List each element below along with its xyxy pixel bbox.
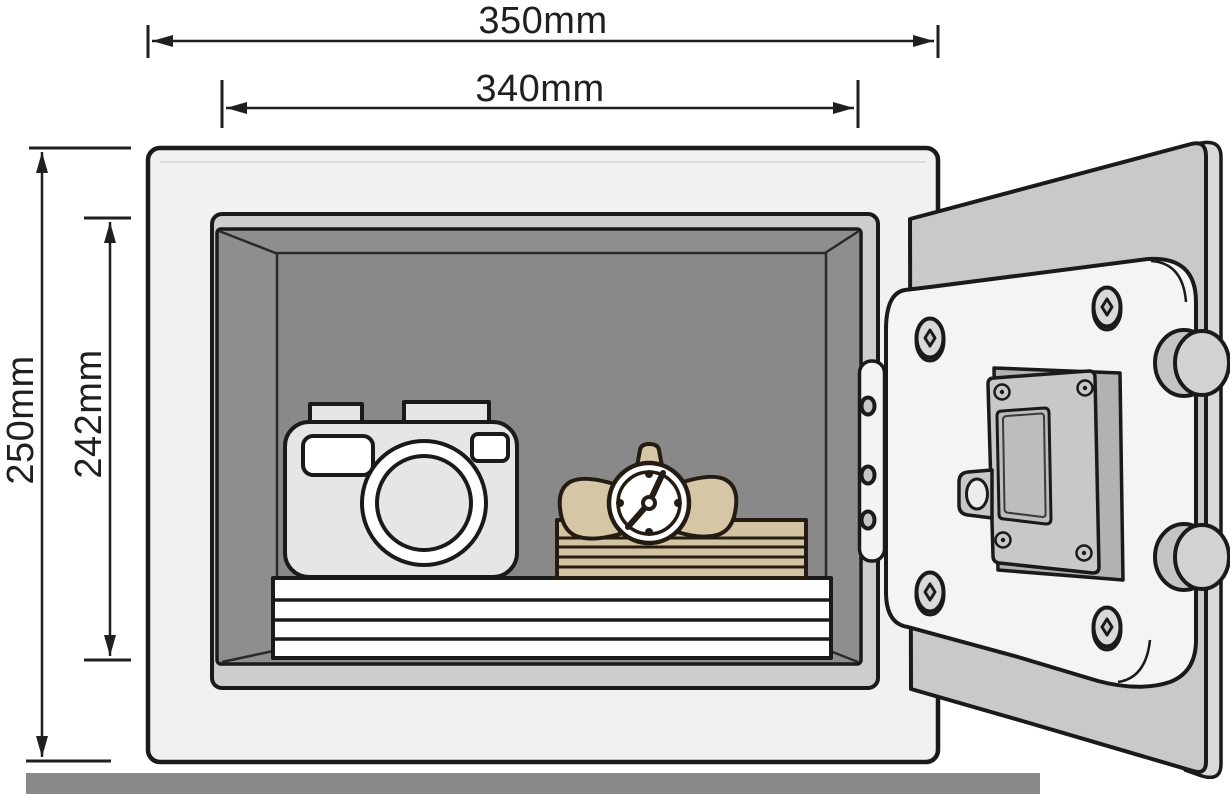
- watch-strap-right: [675, 474, 739, 539]
- dim-outer-height: 250mm: [0, 146, 131, 763]
- door-bolts: [914, 285, 1123, 652]
- floor-line: [26, 773, 1040, 794]
- hinge-bolt-hole: [859, 464, 877, 486]
- door-bolt-socket: [1100, 617, 1114, 637]
- lock-bolt-bottom: [1153, 522, 1230, 592]
- hinge-plate-body: [857, 359, 887, 563]
- lock-bolt-top: [1153, 328, 1230, 398]
- keyhole: [965, 477, 989, 511]
- door-bolt-bottom-right: [1091, 605, 1123, 652]
- dim-arrow-right: [913, 35, 934, 47]
- screw-dot: [999, 389, 1005, 395]
- watch-tick-12: [645, 470, 653, 478]
- lock-bolt-face: [1173, 329, 1230, 397]
- dim-arrow-bottom: [36, 736, 48, 757]
- interior-bevel-top-left: [218, 229, 279, 256]
- dim-arrow-top: [36, 152, 48, 173]
- hinge-bolt-hole: [859, 509, 877, 531]
- interior-bevel-top-right: [824, 229, 860, 255]
- door-face-edge-top-right: [1150, 259, 1188, 303]
- door-bolt-socket: [1100, 297, 1114, 317]
- door-bolt-top-left: [914, 316, 946, 363]
- watch-tick-3: [674, 499, 682, 507]
- camera-flash: [470, 432, 510, 463]
- hinge-plate: [857, 359, 887, 563]
- dim-arrow-left: [152, 35, 173, 47]
- keypad-recess-inner-line: [1001, 412, 1047, 519]
- dim-label-inner-width: 340mm: [475, 68, 604, 110]
- dim-label-outer-height: 250mm: [0, 355, 42, 484]
- screw-dot: [1081, 550, 1087, 556]
- camera: [283, 400, 519, 579]
- dim-inner-width: 340mm: [220, 68, 860, 128]
- watch-tick-9: [616, 499, 624, 507]
- door-face-edge-bottom-right: [1117, 639, 1152, 684]
- door-bolt-top-right: [1091, 285, 1123, 332]
- watch-strap-left: [557, 476, 622, 541]
- shelf: [271, 576, 833, 660]
- dim-label-inner-height: 242mm: [68, 349, 110, 478]
- door-bolt-bottom-left: [914, 570, 946, 617]
- lock-plate: [957, 366, 1125, 582]
- watch-tick-6: [645, 528, 653, 536]
- keypad-recess: [995, 406, 1053, 526]
- dim-arrow-right: [833, 102, 854, 114]
- wristwatch: [557, 442, 739, 546]
- door-bolt-socket: [923, 328, 937, 348]
- hinge-bolt-hole: [859, 395, 877, 417]
- dim-arrow-bottom: [104, 635, 116, 656]
- dim-arrow-top: [104, 222, 116, 243]
- watch-crown: [635, 442, 664, 468]
- lock-bolt-face: [1173, 523, 1230, 591]
- screw-dot: [1082, 385, 1088, 391]
- dim-outer-width: 350mm: [146, 0, 940, 58]
- dim-label-outer-width: 350mm: [478, 0, 607, 42]
- dim-inner-height: 242mm: [68, 216, 131, 662]
- dimension-annotations: 350mm 340mm 250mm 242mm: [0, 0, 940, 763]
- shelf-stack: [271, 576, 833, 660]
- lock-plate-screws: [993, 379, 1094, 562]
- camera-viewfinder: [301, 434, 375, 477]
- watch-center-pin: [641, 495, 657, 511]
- screw-dot: [1000, 537, 1006, 543]
- door-bolt-socket: [923, 582, 937, 602]
- interior-bevel-bottom-left: [221, 648, 279, 664]
- dim-arrow-left: [226, 102, 247, 114]
- camera-lens: [375, 454, 473, 552]
